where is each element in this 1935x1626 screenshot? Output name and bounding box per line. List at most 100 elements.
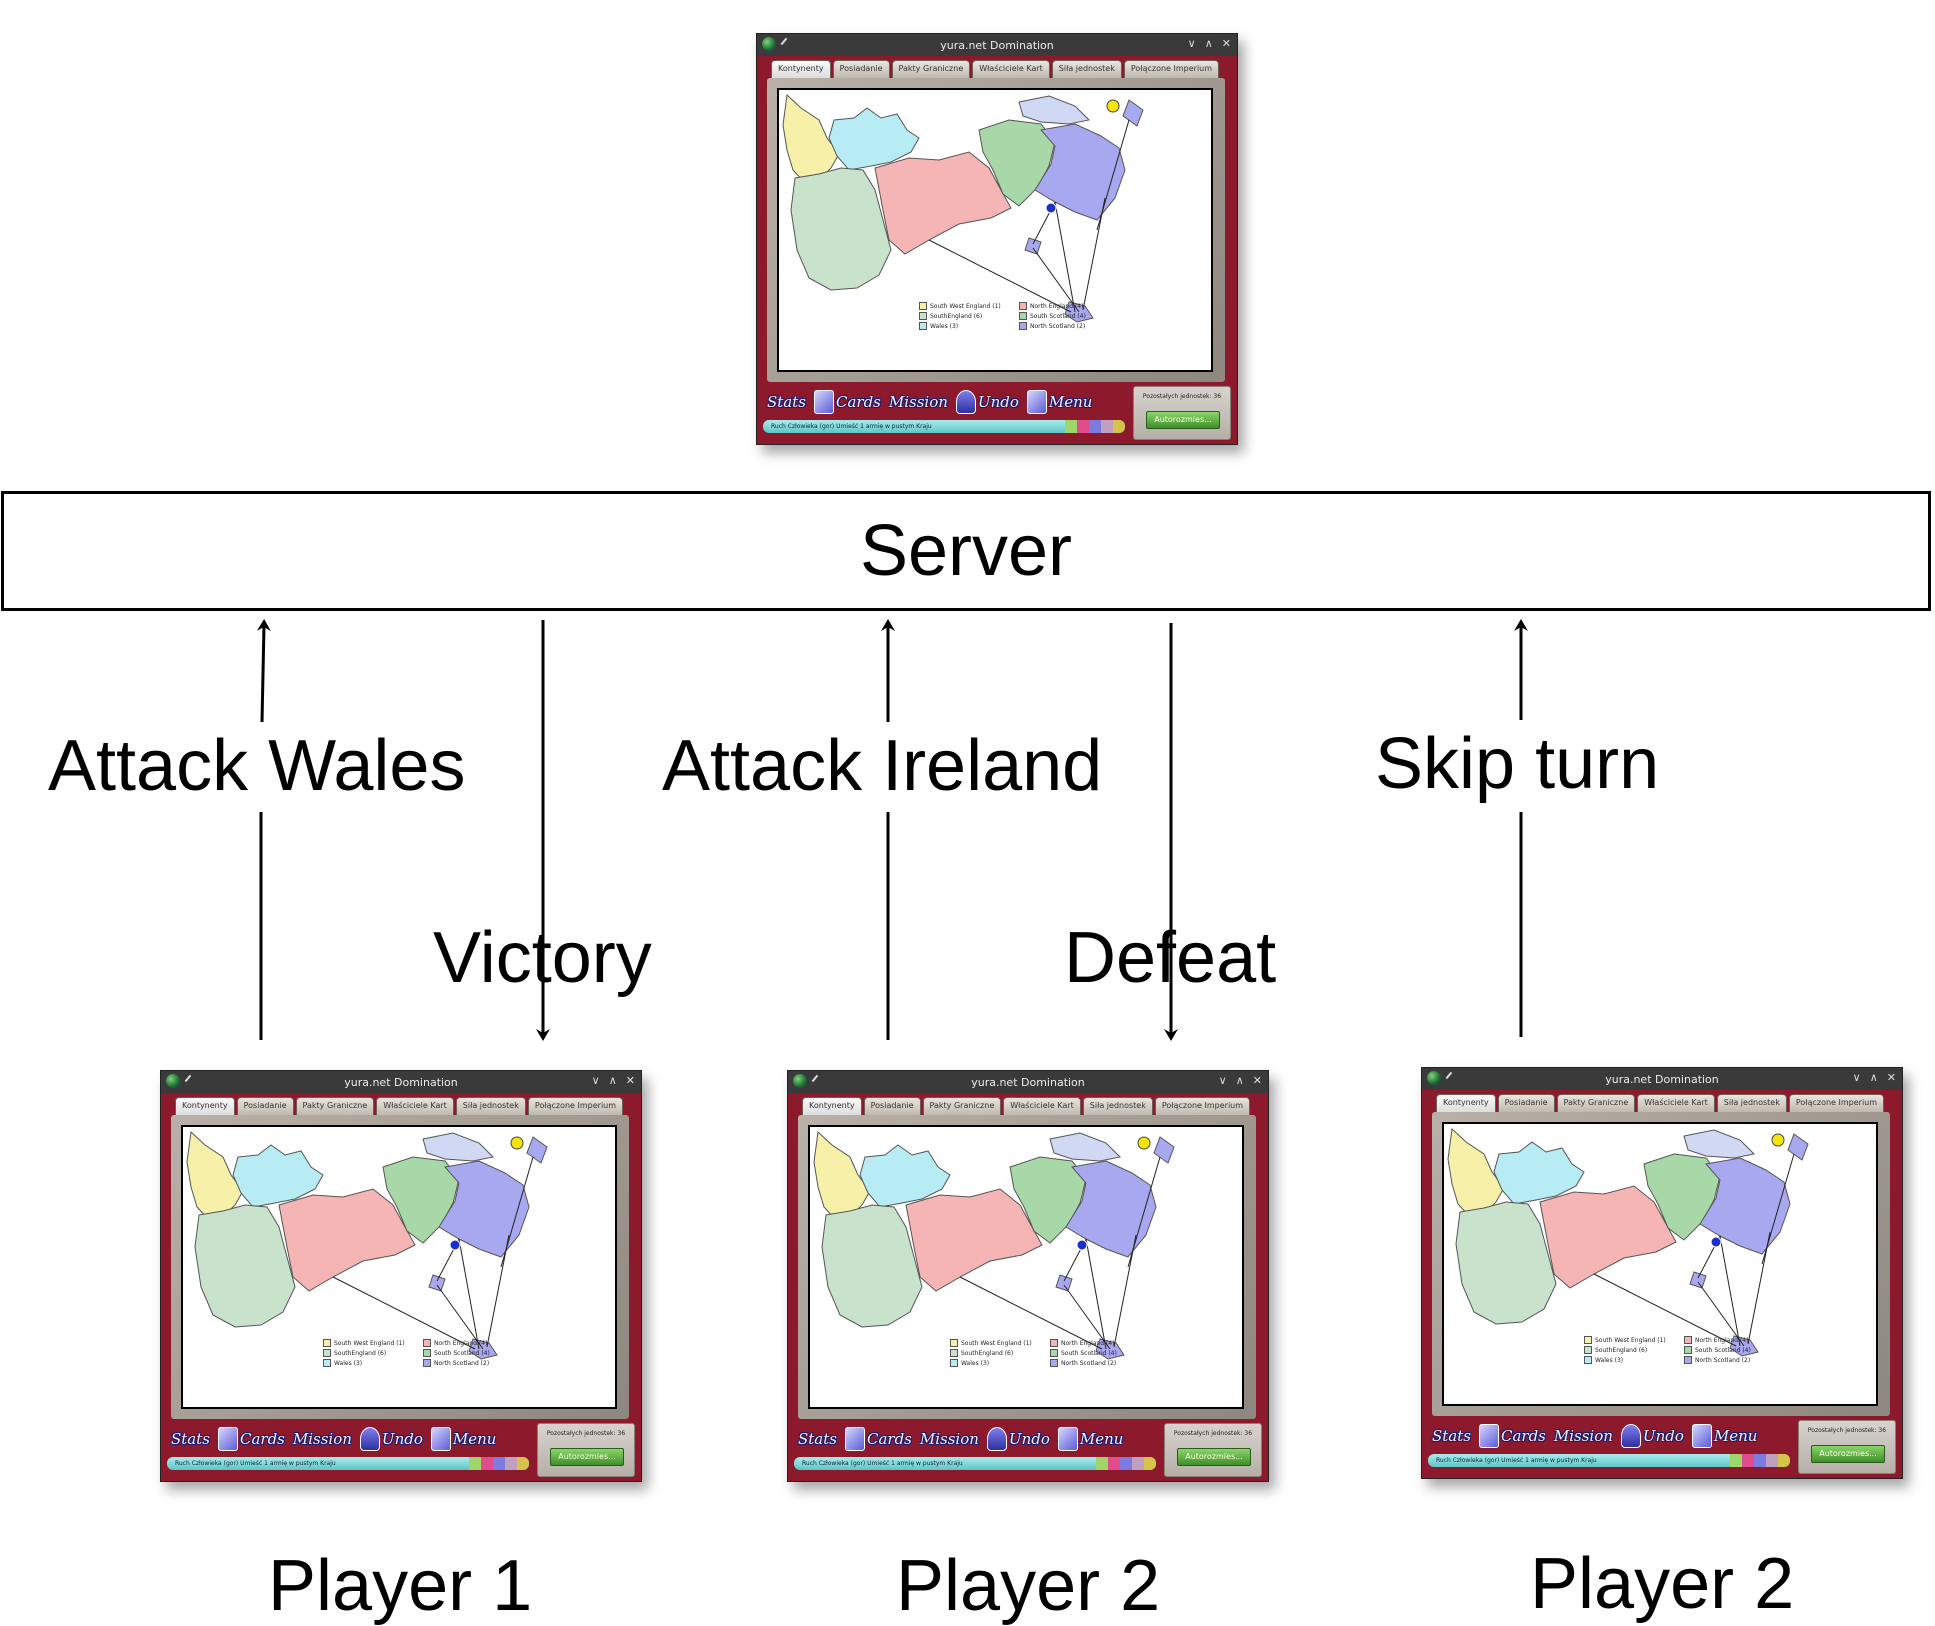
tab-pakty[interactable]: Pakty Graniczne — [295, 1097, 375, 1115]
globe-icon[interactable] — [1427, 1071, 1441, 1085]
legend-item: SouthEngland (6) — [1584, 1346, 1678, 1354]
status-bar: Ruch Człowieka (gor) Umieść 1 armię w pu… — [763, 420, 1125, 433]
player-color-chip — [1144, 1457, 1156, 1470]
player-color-chip — [1132, 1457, 1144, 1470]
auto-place-button[interactable]: Autorozmies... — [1811, 1445, 1885, 1463]
map-legend: South West England (1) North England (4)… — [1584, 1336, 1764, 1364]
tab-imperium[interactable]: Połączone Imperium — [1123, 60, 1220, 78]
maximize-icon[interactable]: ∧ — [608, 1075, 617, 1087]
legend-swatch — [323, 1349, 331, 1357]
mission-button[interactable]: Mission — [919, 1430, 979, 1448]
player-color-chip — [481, 1457, 493, 1470]
tab-kontynenty[interactable]: Kontynenty — [802, 1097, 862, 1115]
tab-kontynenty[interactable]: Kontynenty — [175, 1097, 235, 1115]
close-icon[interactable]: ✕ — [1221, 38, 1231, 50]
close-icon[interactable]: ✕ — [1886, 1072, 1896, 1084]
legend-item: North England (4) — [1019, 302, 1099, 310]
maximize-icon[interactable]: ∧ — [1235, 1075, 1244, 1087]
player-color-chip — [1754, 1454, 1766, 1467]
cards-button[interactable]: Cards — [844, 1427, 912, 1451]
player-color-chip — [1778, 1454, 1790, 1467]
window-titlebar: yura.net Domination ∨ ∧ ✕ — [788, 1071, 1268, 1093]
minimize-icon[interactable]: ∨ — [591, 1075, 600, 1087]
player-color-chip — [1108, 1457, 1120, 1470]
menu-button[interactable]: Menu — [1691, 1424, 1757, 1448]
stats-button[interactable]: Stats — [767, 393, 806, 411]
auto-place-button[interactable]: Autorozmies... — [1146, 411, 1220, 429]
minimize-icon[interactable]: ∨ — [1218, 1075, 1227, 1087]
player-color-chip — [1089, 420, 1101, 433]
globe-icon[interactable] — [166, 1074, 180, 1088]
tab-kontynenty[interactable]: Kontynenty — [1436, 1094, 1496, 1112]
legend-item: North Scotland (2) — [423, 1359, 503, 1367]
tab-imperium[interactable]: Połączone Imperium — [1788, 1094, 1885, 1112]
menu-button[interactable]: Menu — [1026, 390, 1092, 414]
tab-pakty[interactable]: Pakty Graniczne — [891, 60, 971, 78]
legend-swatch — [919, 302, 927, 310]
label-player-3: Player 2 — [1530, 1544, 1795, 1624]
tab-sila[interactable]: Siła jednostek — [1082, 1097, 1153, 1115]
minimize-icon[interactable]: ∨ — [1187, 38, 1196, 50]
tab-sila[interactable]: Siła jednostek — [455, 1097, 526, 1115]
window-titlebar: yura.net Domination ∨ ∧ ✕ — [161, 1071, 641, 1093]
legend-swatch — [1050, 1349, 1058, 1357]
tab-imperium[interactable]: Połączone Imperium — [527, 1097, 624, 1115]
maximize-icon[interactable]: ∧ — [1204, 38, 1213, 50]
menu-button[interactable]: Menu — [430, 1427, 496, 1451]
arrow-attack-wales-upper — [256, 619, 271, 723]
mission-button[interactable]: Mission — [1553, 1427, 1613, 1445]
menu-button[interactable]: Menu — [1057, 1427, 1123, 1451]
game-map[interactable]: South West England (1) North England (4)… — [1442, 1122, 1878, 1406]
cards-button[interactable]: Cards — [217, 1427, 285, 1451]
undo-button[interactable]: Undo — [1620, 1424, 1684, 1448]
legend-swatch — [950, 1349, 958, 1357]
tab-posiadanie[interactable]: Posiadanie — [1497, 1094, 1555, 1112]
game-map[interactable]: South West England (1) North England (4)… — [181, 1125, 617, 1409]
tab-posiadanie[interactable]: Posiadanie — [863, 1097, 921, 1115]
globe-icon[interactable] — [762, 37, 776, 51]
undo-button[interactable]: Undo — [359, 1427, 423, 1451]
pin-icon[interactable] — [1445, 1071, 1459, 1085]
undo-icon — [955, 390, 976, 414]
minimize-icon[interactable]: ∨ — [1852, 1072, 1861, 1084]
undo-button[interactable]: Undo — [986, 1427, 1050, 1451]
mission-button[interactable]: Mission — [292, 1430, 352, 1448]
tab-sila[interactable]: Siła jednostek — [1716, 1094, 1787, 1112]
cards-button[interactable]: Cards — [813, 390, 881, 414]
stats-button[interactable]: Stats — [798, 1430, 837, 1448]
game-map[interactable]: South West England (1) North England (4)… — [808, 1125, 1244, 1409]
close-icon[interactable]: ✕ — [625, 1075, 635, 1087]
tab-wlasciciele[interactable]: Właściciele Kart — [972, 60, 1050, 78]
tab-imperium[interactable]: Połączone Imperium — [1154, 1097, 1251, 1115]
tab-kontynenty[interactable]: Kontynenty — [771, 60, 831, 78]
tab-wlasciciele[interactable]: Właściciele Kart — [1637, 1094, 1715, 1112]
legend-item: North Scotland (2) — [1684, 1356, 1764, 1364]
tab-sila[interactable]: Siła jednostek — [1051, 60, 1122, 78]
tab-pakty[interactable]: Pakty Graniczne — [922, 1097, 1002, 1115]
player-color-chip — [1101, 420, 1113, 433]
tab-posiadanie[interactable]: Posiadanie — [236, 1097, 294, 1115]
stats-button[interactable]: Stats — [1432, 1427, 1471, 1445]
pin-icon[interactable] — [811, 1074, 825, 1088]
cards-icon — [844, 1427, 865, 1451]
player-3-game-window: yura.net Domination ∨ ∧ ✕ Kontynenty Pos… — [1421, 1067, 1903, 1479]
pin-icon[interactable] — [184, 1074, 198, 1088]
tab-pakty[interactable]: Pakty Graniczne — [1556, 1094, 1636, 1112]
tab-wlasciciele[interactable]: Właściciele Kart — [376, 1097, 454, 1115]
game-map[interactable]: South West England (1) North England (4)… — [777, 88, 1213, 372]
stats-button[interactable]: Stats — [171, 1430, 210, 1448]
globe-icon[interactable] — [793, 1074, 807, 1088]
undo-button[interactable]: Undo — [955, 390, 1019, 414]
tab-wlasciciele[interactable]: Właściciele Kart — [1003, 1097, 1081, 1115]
auto-place-button[interactable]: Autorozmies... — [550, 1448, 624, 1466]
legend-swatch — [1050, 1359, 1058, 1367]
unit-panel: Pozostałych jednostek: 36 Autorozmies... — [1164, 1423, 1262, 1477]
cards-button[interactable]: Cards — [1478, 1424, 1546, 1448]
auto-place-button[interactable]: Autorozmies... — [1177, 1448, 1251, 1466]
tab-posiadanie[interactable]: Posiadanie — [832, 60, 890, 78]
legend-item: South West England (1) — [919, 302, 1013, 310]
mission-button[interactable]: Mission — [888, 393, 948, 411]
close-icon[interactable]: ✕ — [1252, 1075, 1262, 1087]
maximize-icon[interactable]: ∧ — [1869, 1072, 1878, 1084]
legend-swatch — [1019, 302, 1027, 310]
